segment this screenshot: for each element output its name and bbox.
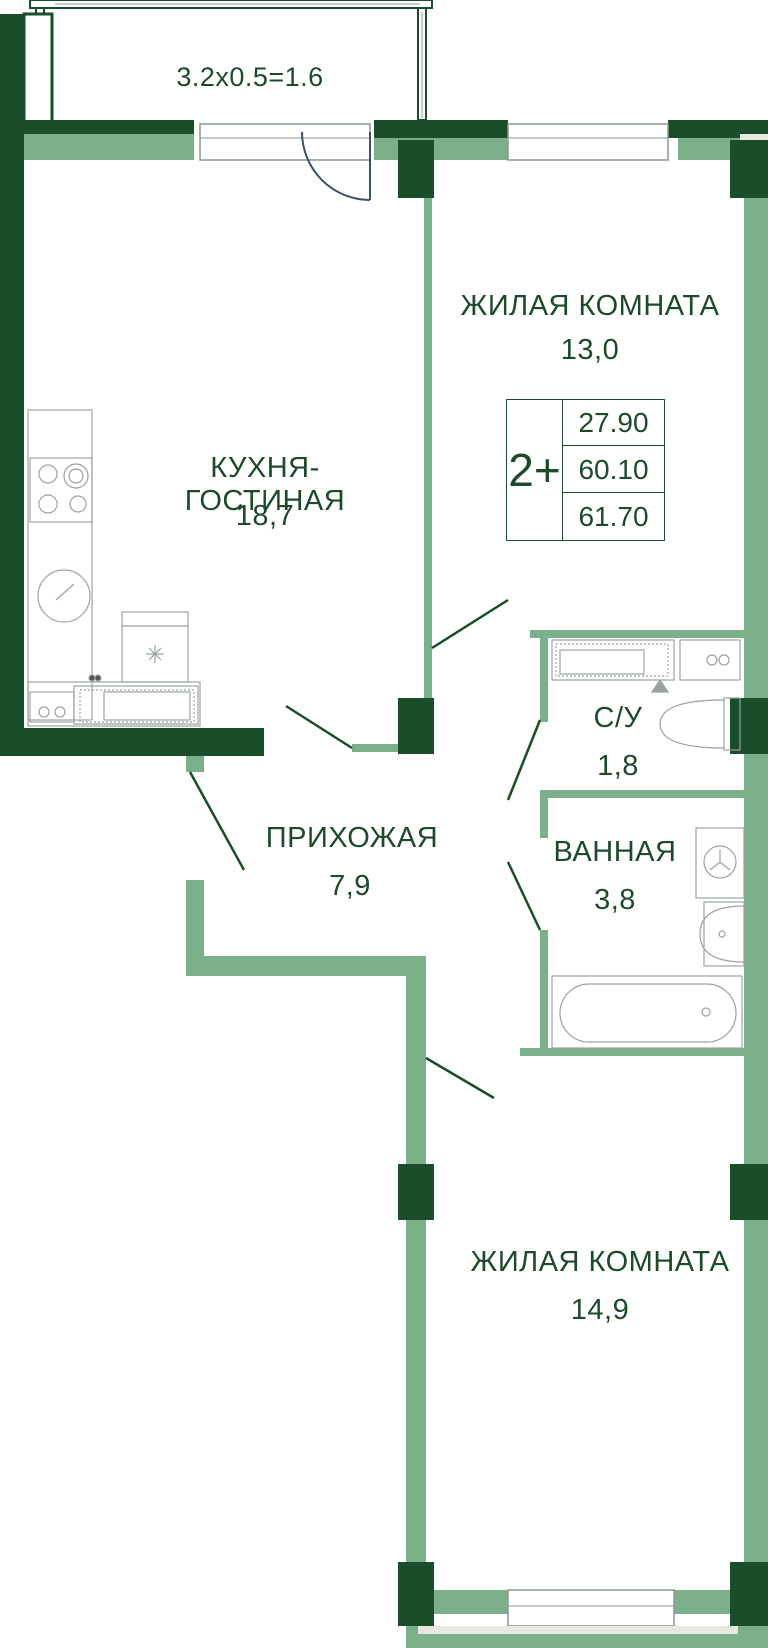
living-room-2-name: ЖИЛАЯ КОМНАТА — [470, 1246, 730, 1278]
living-room-1-name: ЖИЛАЯ КОМНАТА — [460, 290, 720, 322]
outer-walls — [0, 12, 768, 756]
balcony-label: 3.2x0.5=1.6 — [176, 62, 324, 92]
kitchen-fixtures — [27, 409, 201, 727]
total-area-with-balcony-value: 61.70 — [578, 501, 649, 532]
doors — [188, 598, 542, 1100]
wc-name: С/У — [593, 702, 643, 734]
wc-fixtures — [551, 639, 741, 751]
windows-top — [199, 123, 669, 161]
kitchen-living-name: КУХНЯ-ГОСТИНАЯ — [184, 452, 346, 517]
hallway-area: 7,9 — [329, 870, 371, 902]
balcony-door — [301, 131, 371, 201]
bathroom-area: 3,8 — [594, 884, 636, 916]
snowflake-icon — [146, 645, 164, 663]
window-bottom — [406, 1589, 768, 1648]
wc-area: 1,8 — [597, 750, 639, 782]
area-summary-table: 2+ 27.90 60.10 61.70 — [506, 399, 665, 541]
bathroom-fixtures — [551, 827, 745, 1049]
hallway-name: ПРИХОЖАЯ — [265, 822, 439, 854]
living-room-1-area: 13,0 — [560, 334, 620, 366]
living-room-2-area: 14,9 — [570, 1294, 630, 1326]
bathroom-name: ВАННАЯ — [553, 836, 677, 868]
balcony — [29, 0, 433, 121]
kitchen-living-area: 18,7 — [235, 500, 295, 532]
living-area-value: 27.90 — [563, 400, 664, 446]
interior-walls — [186, 160, 768, 1646]
total-area-value: 60.10 — [563, 447, 664, 493]
rooms-count: 2+ — [507, 400, 563, 540]
columns — [398, 140, 768, 1626]
